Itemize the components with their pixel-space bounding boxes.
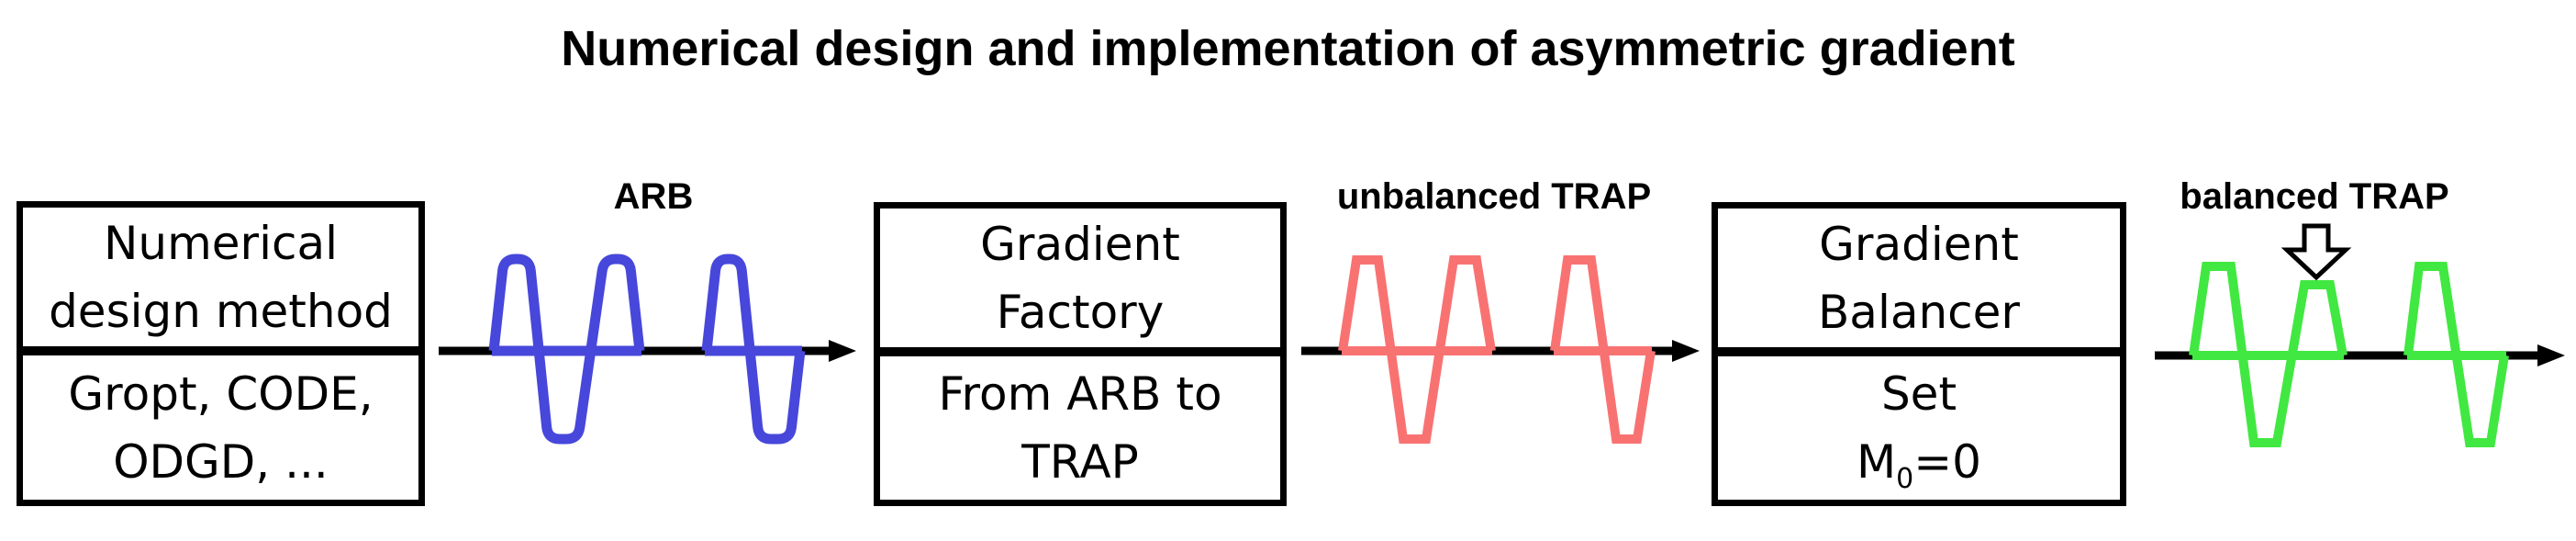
box-subtitle-line: From ARB to xyxy=(938,367,1222,421)
box-title-section: Gradient Balancer xyxy=(1718,209,2120,356)
box-subtitle-line: ODGD, ... xyxy=(113,434,329,489)
arb-pulse-train xyxy=(488,254,645,445)
box-numerical-design-method: Numerical design method Gropt, CODE, ODG… xyxy=(17,201,425,506)
box-subtitle-section: Set M0=0 xyxy=(1718,356,2120,500)
box-subtitle-section: From ARB to TRAP xyxy=(880,356,1280,500)
balanced-axis-arrowhead xyxy=(2537,344,2565,366)
balanced-pulse-train xyxy=(2403,262,2509,447)
box-title-line: Balancer xyxy=(1818,285,2020,339)
balanced-pulse-train xyxy=(2189,262,2347,447)
box-title-line: design method xyxy=(49,284,393,338)
m0-subscript: 0 xyxy=(1896,463,1914,495)
box-title-section: Numerical design method xyxy=(23,208,418,355)
unbalanced-pulse-train xyxy=(1338,255,1496,444)
diagram-title: Numerical design and implementation of a… xyxy=(561,21,2015,76)
unbalanced-waveform xyxy=(1301,255,1700,444)
box-title-line: Numerical xyxy=(103,216,339,270)
balanced-waveform xyxy=(2155,223,2565,447)
arb-waveform xyxy=(439,254,856,445)
box-subtitle-section: Gropt, CODE, ODGD, ... xyxy=(23,355,418,500)
box-m0-equation: M0=0 xyxy=(1857,428,1981,496)
unbalanced-pulse-train xyxy=(1550,255,1656,444)
arb-label: ARB xyxy=(613,176,694,217)
box-subtitle-line: Set xyxy=(1880,367,1957,421)
box-subtitle-line: Gropt, CODE, xyxy=(68,366,374,421)
unbalanced-axis-arrowhead xyxy=(1672,340,1700,362)
arb-axis-arrowhead xyxy=(829,340,856,362)
box-title-line: Factory xyxy=(996,285,1165,339)
box-title-line: Gradient xyxy=(980,217,1180,271)
box-gradient-balancer: Gradient Balancer Set M0=0 xyxy=(1712,202,2126,506)
arb-pulse-train xyxy=(701,254,806,445)
balanced-trap-label: balanced TRAP xyxy=(2180,176,2449,217)
unbalanced-trap-label: unbalanced TRAP xyxy=(1336,176,1652,217)
m0-base: M xyxy=(1857,435,1897,489)
box-title-section: Gradient Factory xyxy=(880,209,1280,356)
box-gradient-factory: Gradient Factory From ARB to TRAP xyxy=(874,202,1287,506)
box-subtitle-line: TRAP xyxy=(1021,435,1139,489)
balanced-pulse-marker-arrow-icon xyxy=(2280,223,2352,281)
box-title-line: Gradient xyxy=(1819,217,2019,271)
m0-value: =0 xyxy=(1913,435,1981,489)
